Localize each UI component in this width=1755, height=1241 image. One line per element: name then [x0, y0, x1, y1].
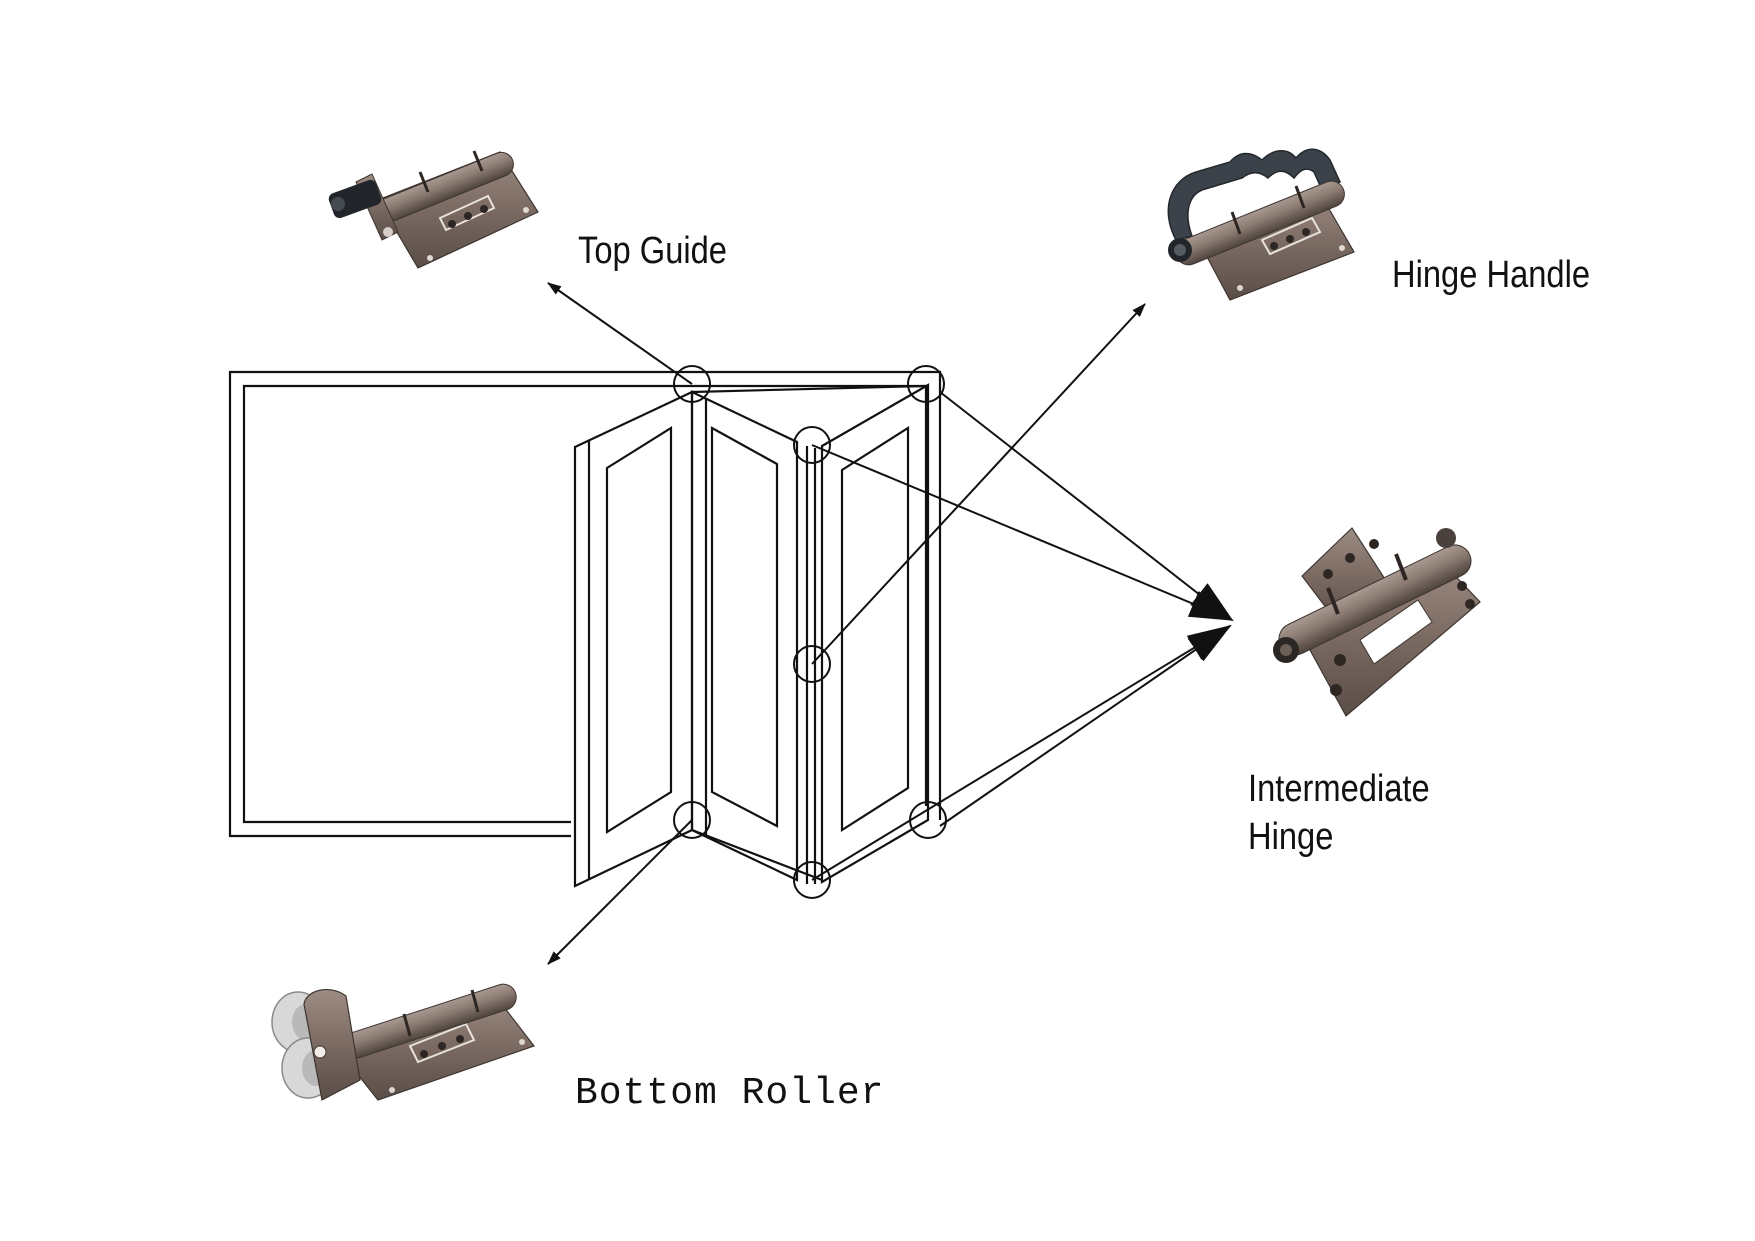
bottom-roller-marker: [673, 801, 711, 839]
intermediate-hinge-label-line2: Hinge: [1248, 815, 1334, 858]
hinge-handle-image: [1167, 148, 1355, 301]
hardware-location-circles: [673, 365, 947, 899]
bottom-roller-image: [271, 983, 535, 1101]
hinge-handle-marker: [793, 645, 831, 683]
top-guide-image: [328, 150, 539, 269]
intermediate-arrow-1: [939, 391, 1234, 622]
hinge-handle-arrow: [811, 303, 1146, 665]
leader-arrows: [547, 282, 1234, 965]
bottom-roller-label: Bottom Roller: [575, 1072, 885, 1115]
top-hinge-marker: [793, 426, 831, 464]
folding-door-panels: [573, 383, 930, 888]
bottom-roller-arrow: [547, 819, 693, 965]
intermediate-arrow-2: [939, 624, 1232, 827]
top-guide-label: Top Guide: [578, 230, 727, 272]
intermediate-hinge-label-line1: Intermediate: [1248, 768, 1430, 810]
top-guide-arrow: [547, 282, 693, 385]
top-guide-marker: [673, 365, 711, 403]
hinge-handle-label: Hinge Handle: [1392, 254, 1591, 296]
intermediate-hinge-label: Intermediate Hinge: [1248, 766, 1430, 861]
intermediate-hinge-image: [1273, 527, 1481, 717]
top-pivot-marker: [907, 365, 945, 403]
bottom-hinge-marker: [793, 861, 831, 899]
door-frame: [228, 370, 942, 838]
